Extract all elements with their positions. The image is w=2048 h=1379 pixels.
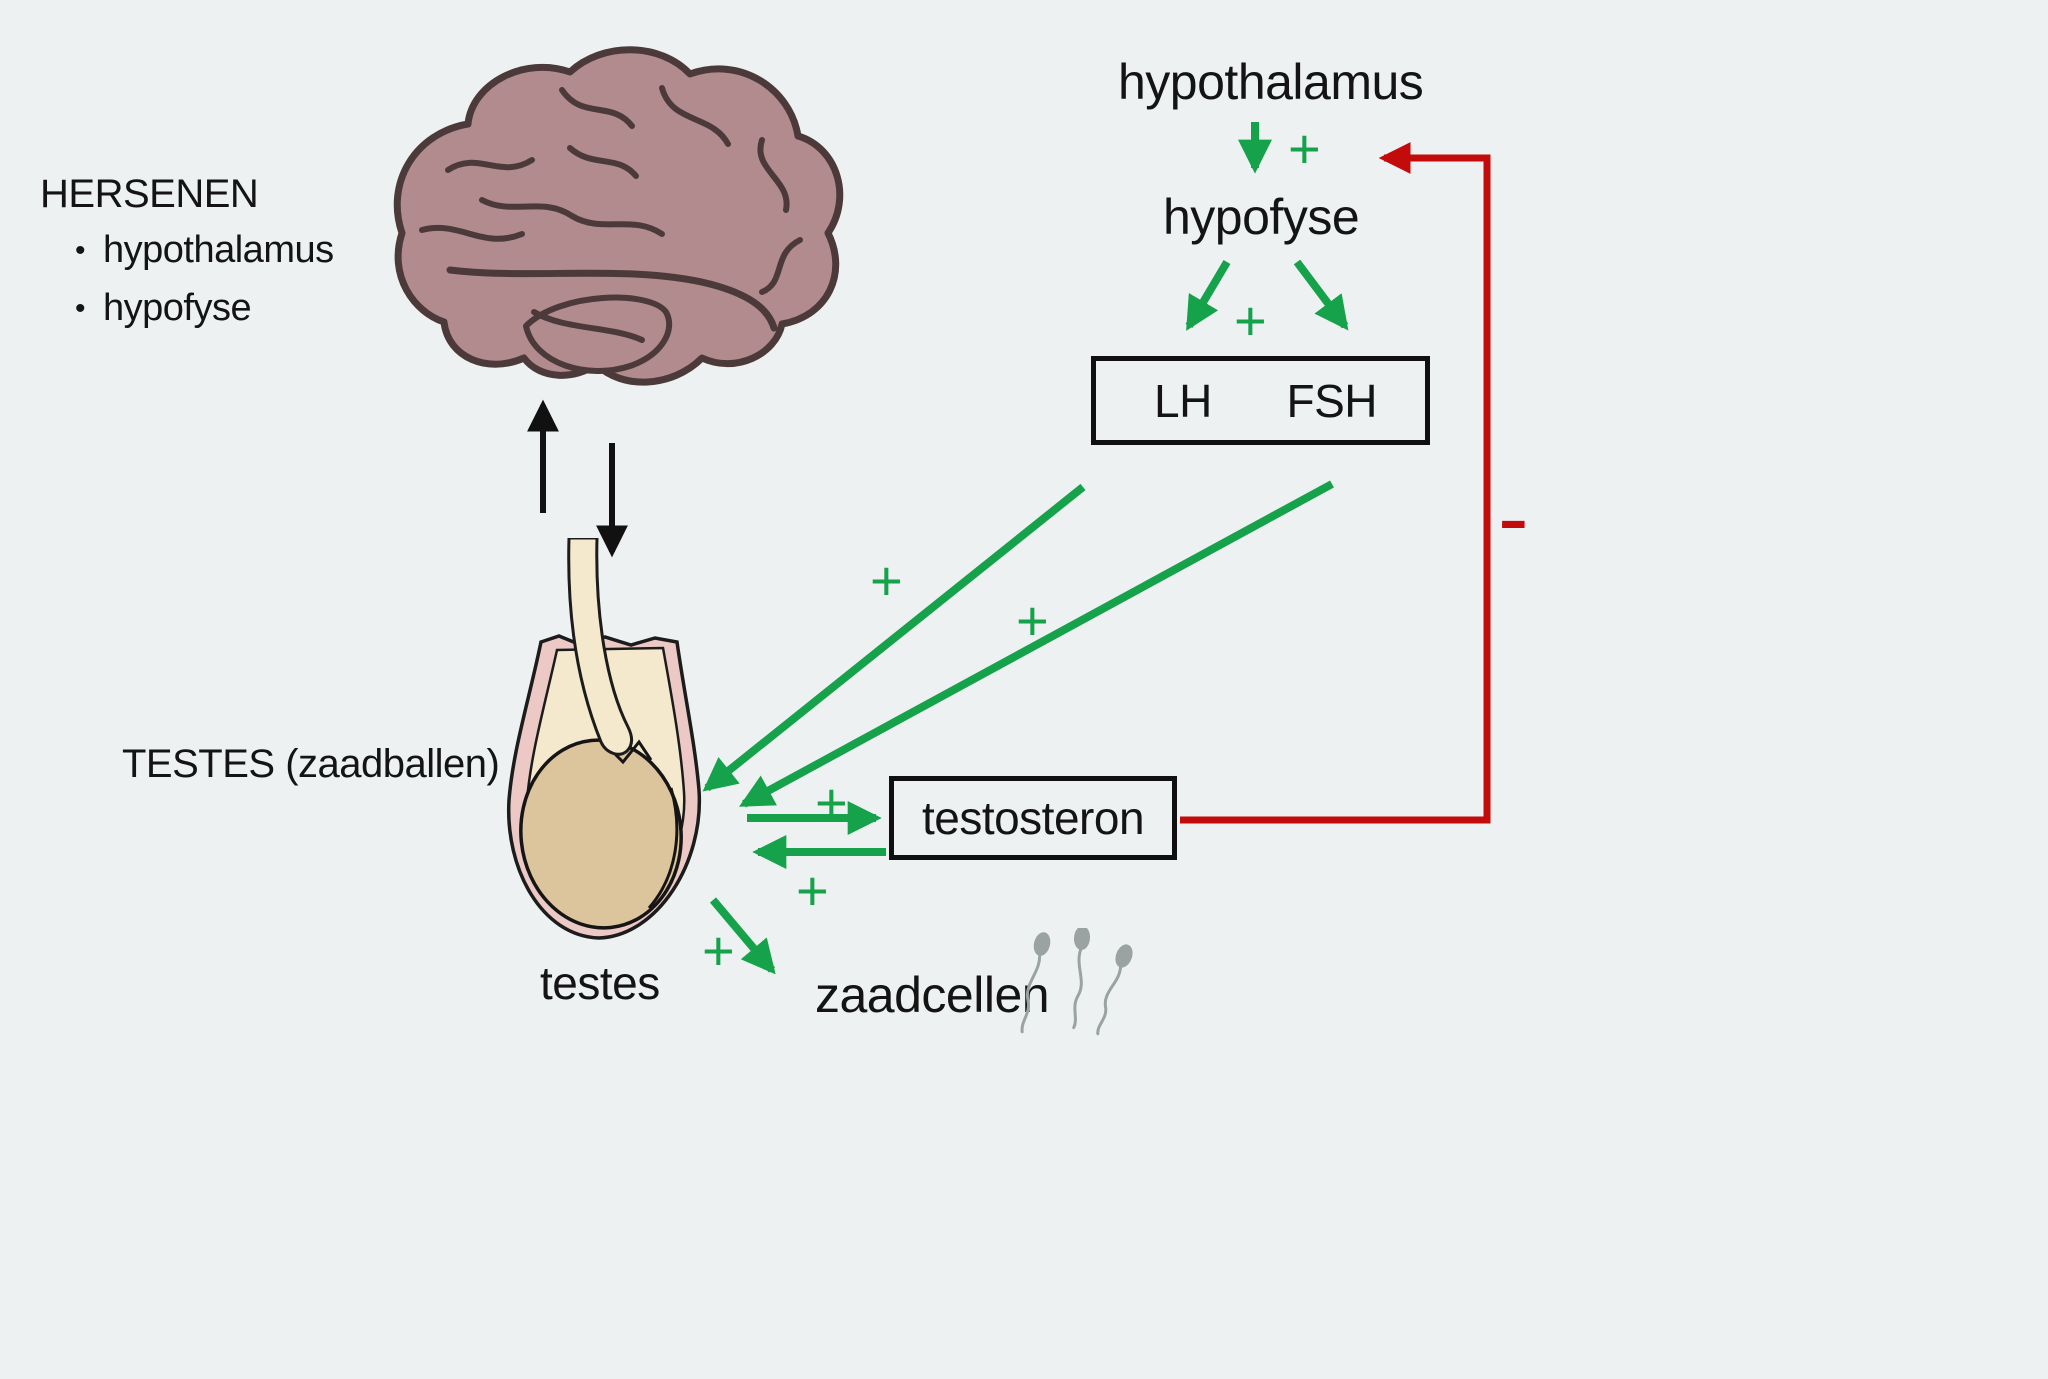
testosteron-box: testosteron [889, 776, 1177, 860]
arrow-hypofyse-to-lh [1185, 259, 1231, 331]
testis-icon [506, 538, 702, 940]
lh-label: LH [1154, 374, 1212, 427]
minus-sign-feedback: - [1498, 467, 1529, 569]
sperm-icon [1020, 928, 1133, 1036]
testosteron-label: testosteron [921, 792, 1145, 844]
plus-sign-from-testosteron: + [796, 859, 829, 922]
bullet-item-hypothalamus: • hypothalamus [75, 229, 334, 272]
testes-heading: TESTES (zaadballen) [122, 742, 500, 786]
hersenen-heading: HERSENEN [40, 172, 259, 216]
zaadcellen-label: zaadcellen [815, 967, 1050, 1023]
bullet-label: hypofyse [103, 287, 252, 329]
bullet-icon: • [75, 292, 86, 325]
plus-sign-lh-arrow: + [870, 549, 903, 612]
arrow-hypofyse-to-fsh [1293, 259, 1349, 331]
testes-caption: testes [540, 957, 660, 1009]
arrow-negative-feedback [1180, 142, 1491, 824]
brain-icon [393, 46, 844, 386]
bullet-item-hypofyse: • hypofyse [75, 287, 252, 330]
hypofyse-node: hypofyse [1163, 189, 1360, 245]
plus-sign-fsh-arrow: + [1016, 589, 1049, 652]
plus-sign-hypofyse: + [1234, 289, 1267, 352]
fsh-label: FSH [1286, 374, 1378, 427]
plus-sign-hypothalamus: + [1288, 117, 1321, 180]
bullet-icon: • [75, 234, 86, 267]
lh-fsh-box: LH FSH [1091, 356, 1430, 445]
plus-sign-to-testosteron: + [815, 771, 848, 834]
bullet-label: hypothalamus [103, 229, 334, 271]
hypothalamus-node: hypothalamus [1118, 54, 1424, 110]
